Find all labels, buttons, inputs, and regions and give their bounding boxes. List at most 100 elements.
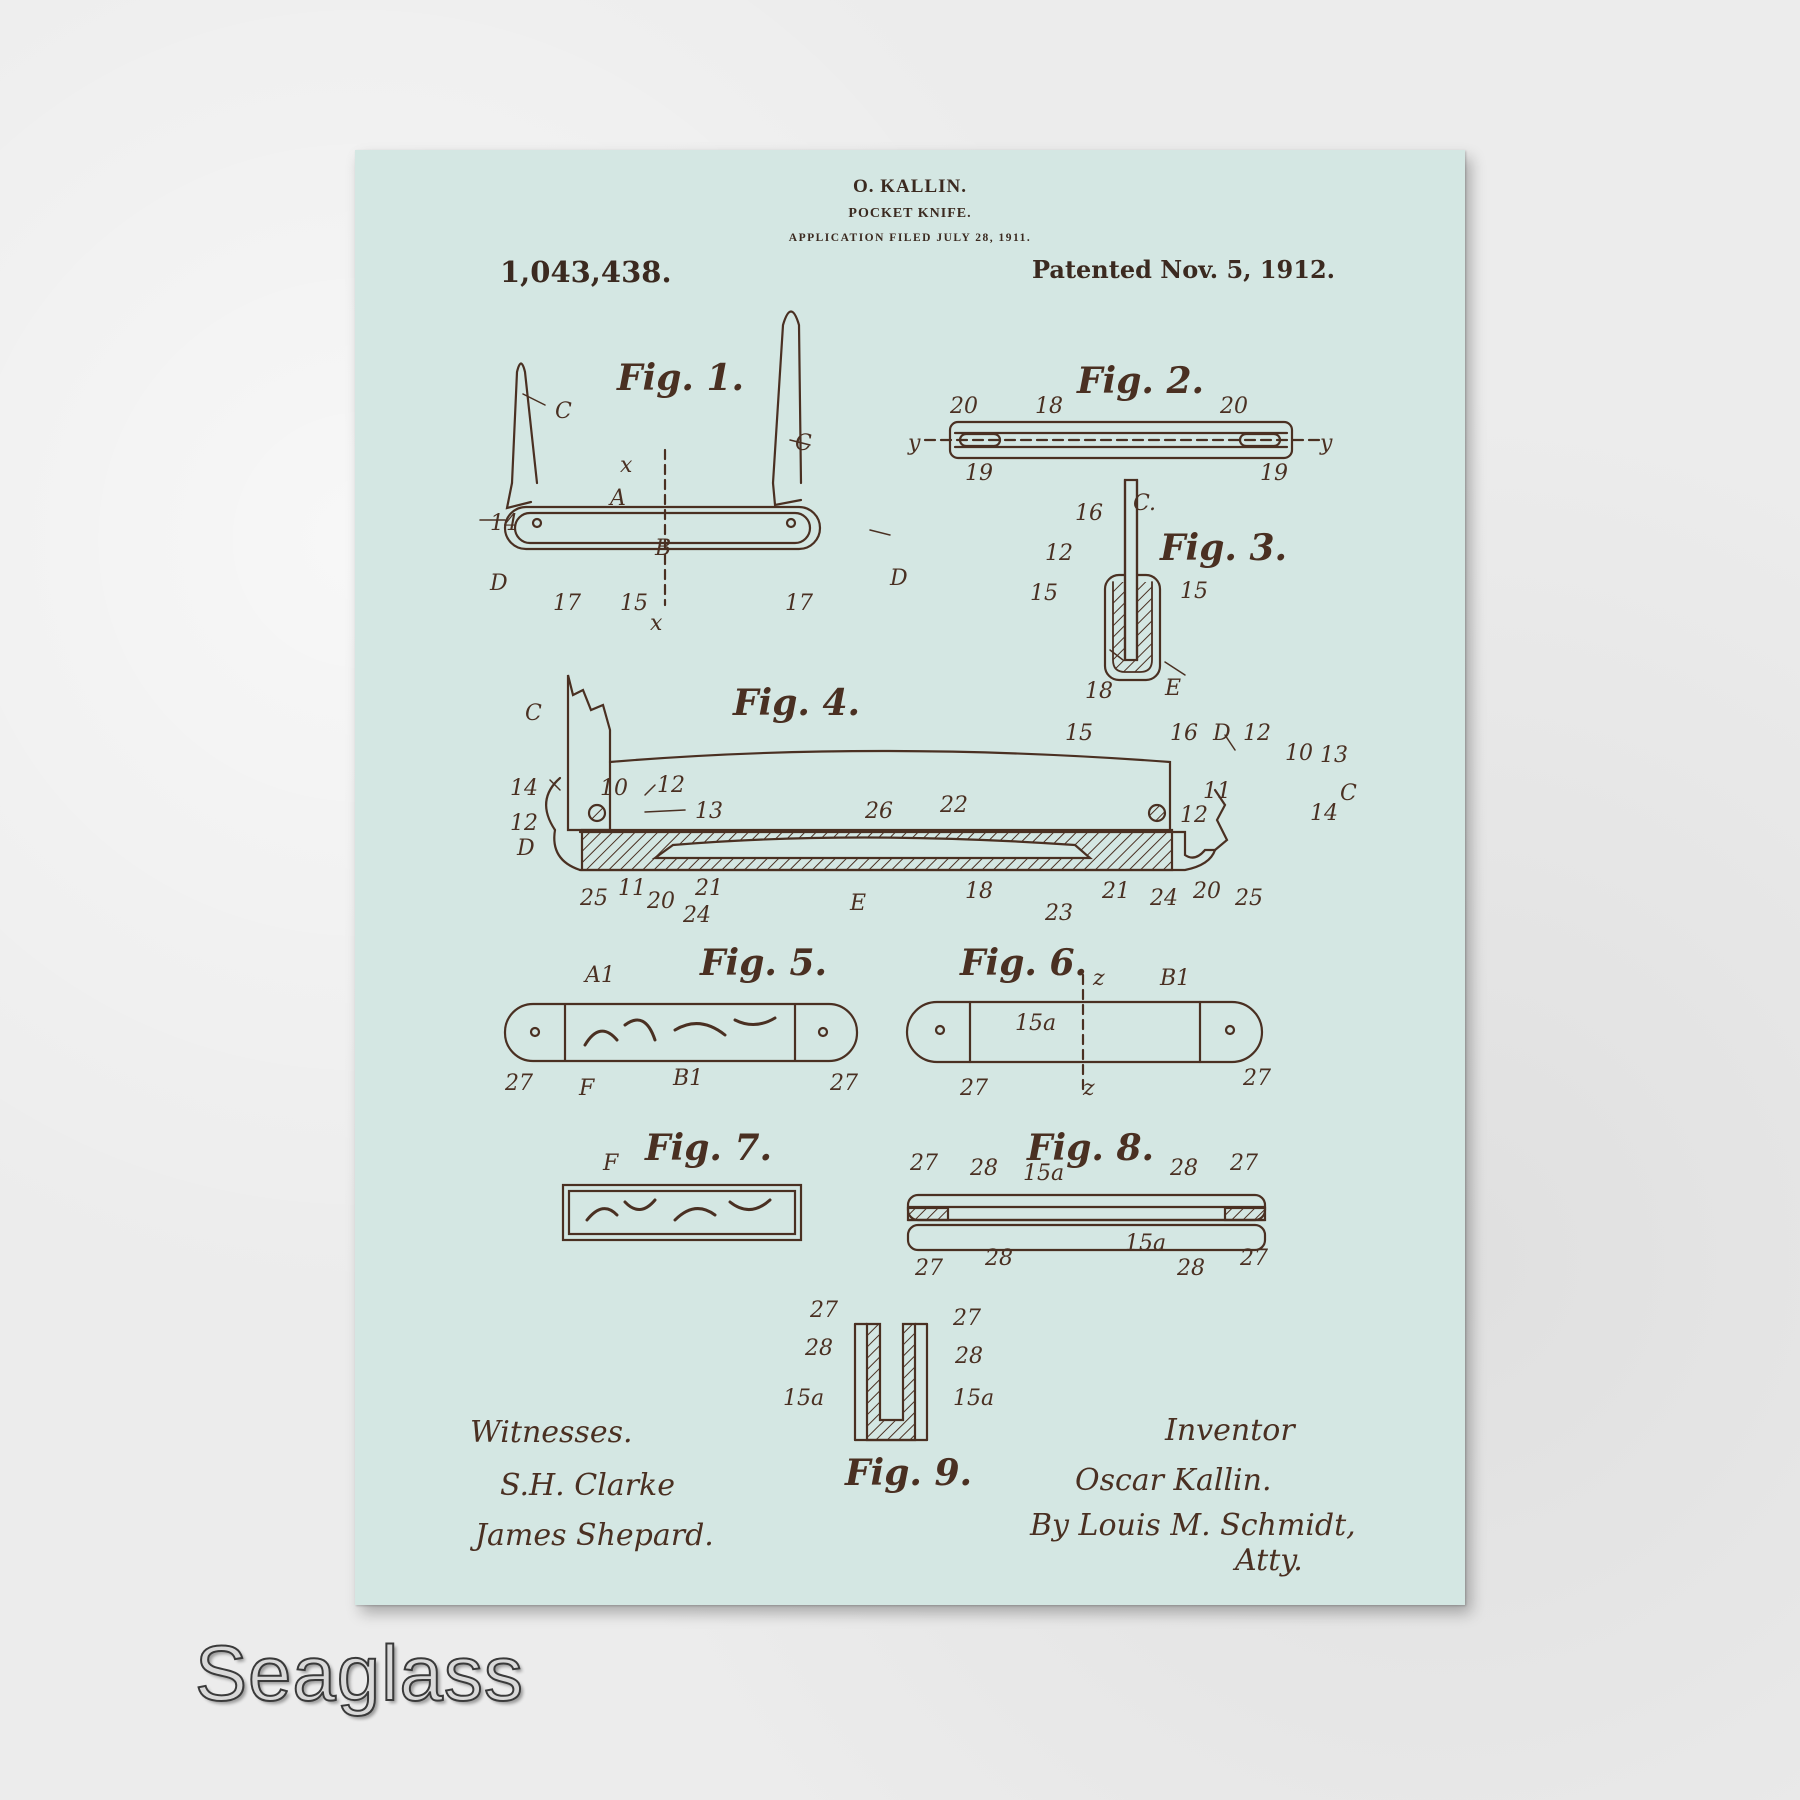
svg-text:27: 27: [914, 1256, 943, 1281]
svg-text:15: 15: [1030, 581, 1058, 606]
svg-text:17: 17: [785, 591, 813, 616]
svg-text:C: C: [555, 399, 572, 424]
svg-text:15a: 15a: [783, 1386, 824, 1411]
svg-text:D: D: [889, 566, 908, 591]
figure-9-drawing: [853, 1322, 929, 1442]
svg-text:27: 27: [1239, 1246, 1268, 1271]
attorney-title: Atty.: [1232, 1543, 1303, 1578]
svg-text:12: 12: [1243, 721, 1271, 746]
svg-text:27: 27: [809, 1298, 838, 1323]
svg-text:15a: 15a: [1015, 1011, 1056, 1036]
svg-text:24: 24: [682, 903, 711, 928]
svg-text:10: 10: [600, 776, 628, 801]
svg-text:z: z: [1092, 966, 1105, 991]
svg-text:D: D: [1212, 721, 1231, 746]
svg-text:28: 28: [954, 1344, 983, 1369]
svg-text:12: 12: [1045, 541, 1073, 566]
svg-text:18: 18: [1085, 679, 1113, 704]
svg-text:11: 11: [618, 876, 646, 901]
inventor-label: Inventor: [1164, 1413, 1296, 1448]
svg-text:21: 21: [1101, 879, 1130, 904]
patent-drawings: Fig. 1. Fig. 2. Fig. 3. Fig. 4. Fig. 5. …: [469, 310, 1357, 1578]
svg-text:E: E: [1164, 676, 1181, 701]
svg-text:24: 24: [1149, 886, 1178, 911]
svg-text:15: 15: [620, 591, 648, 616]
svg-text:20: 20: [1192, 879, 1221, 904]
svg-text:D: D: [489, 571, 508, 596]
svg-text:y: y: [1319, 431, 1333, 456]
svg-text:28: 28: [1176, 1256, 1205, 1281]
svg-text:F: F: [578, 1076, 595, 1101]
svg-text:z: z: [1082, 1076, 1095, 1101]
invention-title: POCKET KNIFE.: [848, 206, 972, 221]
svg-text:13: 13: [695, 799, 723, 824]
svg-text:15a: 15a: [1125, 1231, 1166, 1256]
figure-3-drawing: [1103, 478, 1162, 682]
svg-text:11: 11: [1203, 779, 1231, 804]
attorney-signature: By Louis M. Schmidt,: [1029, 1508, 1356, 1543]
svg-text:14: 14: [490, 511, 518, 536]
svg-text:25: 25: [1234, 886, 1263, 911]
fig9-title: Fig. 9.: [844, 1452, 972, 1494]
svg-text:x: x: [620, 453, 633, 478]
figure-1-drawing: [503, 310, 822, 607]
svg-text:y: y: [907, 431, 921, 456]
svg-text:10: 10: [1285, 741, 1313, 766]
fig3-title: Fig. 3.: [1159, 527, 1287, 569]
inventor-signature: Oscar Kallin.: [1075, 1463, 1272, 1498]
svg-text:C: C: [1340, 781, 1357, 806]
filing-date: APPLICATION FILED JULY 28, 1911.: [788, 232, 1032, 244]
svg-text:x: x: [650, 611, 663, 636]
svg-text:13: 13: [1320, 743, 1348, 768]
svg-text:28: 28: [969, 1156, 998, 1181]
svg-text:C: C: [795, 431, 812, 456]
witness-2-signature: James Shepard.: [469, 1518, 714, 1553]
svg-text:23: 23: [1044, 901, 1073, 926]
svg-text:A1: A1: [583, 963, 615, 988]
svg-text:14: 14: [510, 776, 538, 801]
svg-text:27: 27: [959, 1076, 988, 1101]
fig1-title: Fig. 1.: [616, 357, 744, 399]
svg-text:16: 16: [1170, 721, 1198, 746]
svg-text:15: 15: [1180, 579, 1208, 604]
svg-text:F: F: [602, 1151, 619, 1176]
svg-text:12: 12: [657, 773, 685, 798]
witness-1-signature: S.H. Clarke: [500, 1468, 675, 1503]
figure-2-drawing: [923, 420, 1322, 460]
svg-text:C.: C.: [1133, 491, 1156, 516]
svg-text:14: 14: [1310, 801, 1338, 826]
svg-text:B1: B1: [672, 1066, 703, 1091]
inventor-header: O. KALLIN.: [853, 176, 967, 197]
patent-number: 1,043,438.: [500, 255, 672, 289]
svg-text:19: 19: [965, 461, 993, 486]
svg-text:25: 25: [579, 886, 608, 911]
figure-8-drawing: [906, 1193, 1267, 1252]
patent-date: Patented Nov. 5, 1912.: [1032, 255, 1335, 284]
svg-text:B1: B1: [1159, 966, 1190, 991]
svg-text:18: 18: [965, 879, 993, 904]
svg-text:B: B: [654, 536, 671, 561]
fig2-title: Fig. 2.: [1076, 360, 1204, 402]
figure-7-drawing: [561, 1183, 803, 1242]
svg-text:D: D: [516, 836, 535, 861]
svg-text:19: 19: [1260, 461, 1288, 486]
svg-text:27: 27: [504, 1071, 533, 1096]
svg-text:27: 27: [952, 1306, 981, 1331]
svg-text:17: 17: [553, 591, 581, 616]
svg-text:18: 18: [1035, 394, 1063, 419]
svg-text:28: 28: [804, 1336, 833, 1361]
svg-text:E: E: [849, 891, 866, 916]
svg-text:27: 27: [909, 1151, 938, 1176]
colorway-label: Seaglass: [194, 1628, 524, 1718]
svg-text:15a: 15a: [1023, 1161, 1064, 1186]
svg-text:28: 28: [1169, 1156, 1198, 1181]
fig5-title: Fig. 5.: [699, 942, 827, 984]
fig8-title: Fig. 8.: [1026, 1127, 1154, 1169]
svg-text:20: 20: [646, 889, 675, 914]
svg-text:22: 22: [939, 793, 968, 818]
patent-print: O. KALLIN. POCKET KNIFE. APPLICATION FIL…: [355, 150, 1465, 1605]
svg-text:C: C: [525, 701, 542, 726]
fig4-title: Fig. 4.: [732, 682, 860, 724]
figure-5-drawing: [503, 1002, 859, 1063]
svg-text:20: 20: [949, 394, 978, 419]
